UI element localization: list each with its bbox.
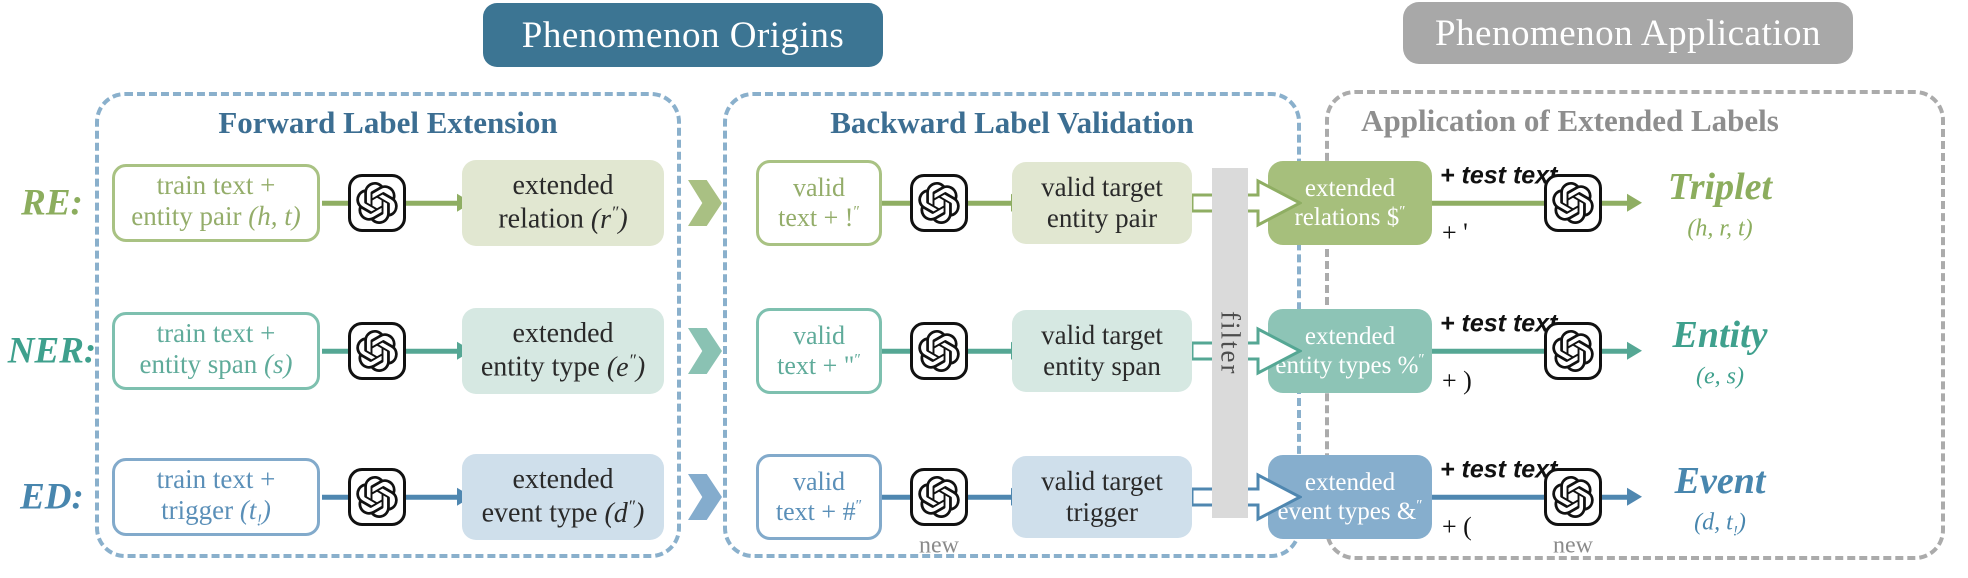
ed-valid-line1: valid — [793, 466, 845, 496]
connector-line — [322, 494, 350, 500]
re-valid-target-line2: entity pair — [1046, 203, 1158, 233]
ner-output-math: (e, s) — [1696, 363, 1744, 390]
re-extended-line1: extended — [512, 169, 614, 201]
ed-valid-target-line1: valid target — [1041, 465, 1163, 496]
ed-forward-input-box: train text + trigger (t!) — [112, 458, 320, 536]
ner-extended-line2: entity type (e″) — [480, 350, 646, 383]
ner-output-name: Entity — [1672, 314, 1768, 356]
re-output-math: (h, r, t) — [1687, 215, 1753, 242]
ed-valid-target-line2: trigger — [1066, 497, 1138, 527]
re-app-line1: extended — [1304, 175, 1396, 202]
connector-line — [882, 348, 910, 354]
ed-backward-input-box: valid text + #″ — [756, 454, 882, 540]
panel-forward-title: Forward Label Extension — [218, 105, 558, 140]
badge-phenomenon-origins: Phenomenon Origins — [483, 3, 883, 67]
re-backward-input-box: valid text + !″ — [756, 160, 882, 246]
re-extended-relations-box: extended relations $″ — [1268, 161, 1432, 245]
connector-line — [322, 200, 350, 206]
ed-extended-event-types-box: extended event types &″ — [1268, 455, 1432, 539]
row-label-ner: NER: — [7, 330, 97, 372]
plus-symbol-label: + ( — [1442, 512, 1472, 541]
ed-valid-line2: text + #″ — [775, 497, 863, 526]
ner-forward-input-line1: train text + — [156, 317, 276, 348]
ner-app-line2: entity types %″ — [1275, 351, 1425, 379]
ed-extended-line2: event type (d″) — [481, 496, 645, 529]
right-arrow-icon — [968, 200, 1012, 206]
re-forward-input-line2: entity pair (h, t) — [131, 201, 301, 232]
plus-symbol-label: + ) — [1442, 366, 1472, 395]
gpt-logo-icon — [348, 468, 406, 526]
gpt-logo-icon — [1544, 174, 1602, 232]
ner-valid-target-line2: entity span — [1043, 351, 1161, 381]
panel-forward-label-extension: Forward Label Extension — [95, 92, 681, 558]
row-label-ed: ED: — [20, 476, 84, 518]
ed-forward-input-line1: train text + — [156, 463, 276, 494]
ed-app-line1: extended — [1304, 469, 1396, 496]
re-forward-input-box: train text + entity pair (h, t) — [112, 164, 320, 242]
panel-backward-title: Backward Label Validation — [830, 105, 1194, 140]
plus-symbol-label: + ' — [1442, 218, 1468, 247]
right-arrow-icon — [1432, 494, 1628, 500]
ed-forward-input-line2: trigger (t!) — [161, 495, 271, 530]
panel-application-title: Application of Extended Labels — [1361, 103, 1779, 138]
re-output-name: Triplet — [1667, 166, 1773, 208]
gpt-logo-icon — [910, 174, 968, 232]
plus-test-text-label: + test text — [1440, 455, 1558, 484]
connector-line — [882, 200, 910, 206]
chevron-right-icon — [688, 180, 722, 226]
re-app-line2: relations $″ — [1294, 203, 1406, 231]
ner-backward-input-box: valid text + "″ — [756, 308, 882, 394]
re-valid-line2: text + !″ — [778, 203, 860, 232]
re-valid-target-line1: valid target — [1041, 171, 1163, 202]
right-arrow-icon — [406, 494, 458, 500]
badge-phenomenon-application: Phenomenon Application — [1403, 2, 1853, 64]
plus-test-text-label: + test text — [1440, 161, 1558, 190]
right-arrow-icon — [968, 348, 1012, 354]
gpt-logo-icon — [910, 322, 968, 380]
ed-extended-line1: extended — [512, 463, 614, 495]
ner-valid-line1: valid — [793, 320, 845, 350]
re-valid-line1: valid — [793, 172, 845, 202]
right-arrow-icon — [968, 494, 1012, 500]
ed-extended-event-type-box: extended event type (d″) — [462, 454, 664, 540]
gpt-logo-icon — [1544, 468, 1602, 526]
plus-test-text-label: + test text — [1440, 309, 1558, 338]
chevron-right-icon — [688, 474, 722, 520]
connector-line — [882, 494, 910, 500]
ed-valid-target-box: valid target trigger — [1012, 456, 1192, 538]
re-extended-relation-box: extended relation (r″) — [462, 160, 664, 246]
ner-valid-target-box: valid target entity span — [1012, 310, 1192, 392]
new-model-label: new — [1553, 532, 1593, 559]
ner-forward-input-box: train text + entity span (s) — [112, 312, 320, 390]
re-extended-line2: relation (r″) — [498, 202, 628, 235]
filter-label: filter — [1215, 310, 1246, 376]
connector-line — [322, 348, 350, 354]
row-label-re: RE: — [21, 182, 83, 224]
ed-app-line2: event types &″ — [1277, 497, 1423, 525]
chevron-right-icon — [688, 328, 722, 374]
right-arrow-icon — [406, 348, 458, 354]
ed-output-name: Event — [1674, 460, 1766, 502]
filter-bar: filter — [1212, 168, 1248, 518]
gpt-logo-icon — [910, 468, 968, 526]
gpt-logo-icon — [348, 322, 406, 380]
ner-extended-entity-type-box: extended entity type (e″) — [462, 308, 664, 394]
gpt-logo-icon — [1544, 322, 1602, 380]
gpt-logo-icon — [348, 174, 406, 232]
right-arrow-icon — [1432, 348, 1628, 354]
ner-app-line1: extended — [1304, 323, 1396, 350]
right-arrow-icon — [406, 200, 458, 206]
re-valid-target-box: valid target entity pair — [1012, 162, 1192, 244]
ner-extended-line1: extended — [512, 317, 614, 349]
ner-valid-target-line1: valid target — [1041, 319, 1163, 350]
right-arrow-icon — [1432, 200, 1628, 206]
ner-forward-input-line2: entity span (s) — [139, 349, 293, 380]
new-model-label: new — [919, 532, 959, 559]
ed-output-math: (d, t!) — [1694, 509, 1746, 540]
ner-valid-line2: text + "″ — [777, 351, 861, 380]
re-forward-input-line1: train text + — [156, 169, 276, 200]
